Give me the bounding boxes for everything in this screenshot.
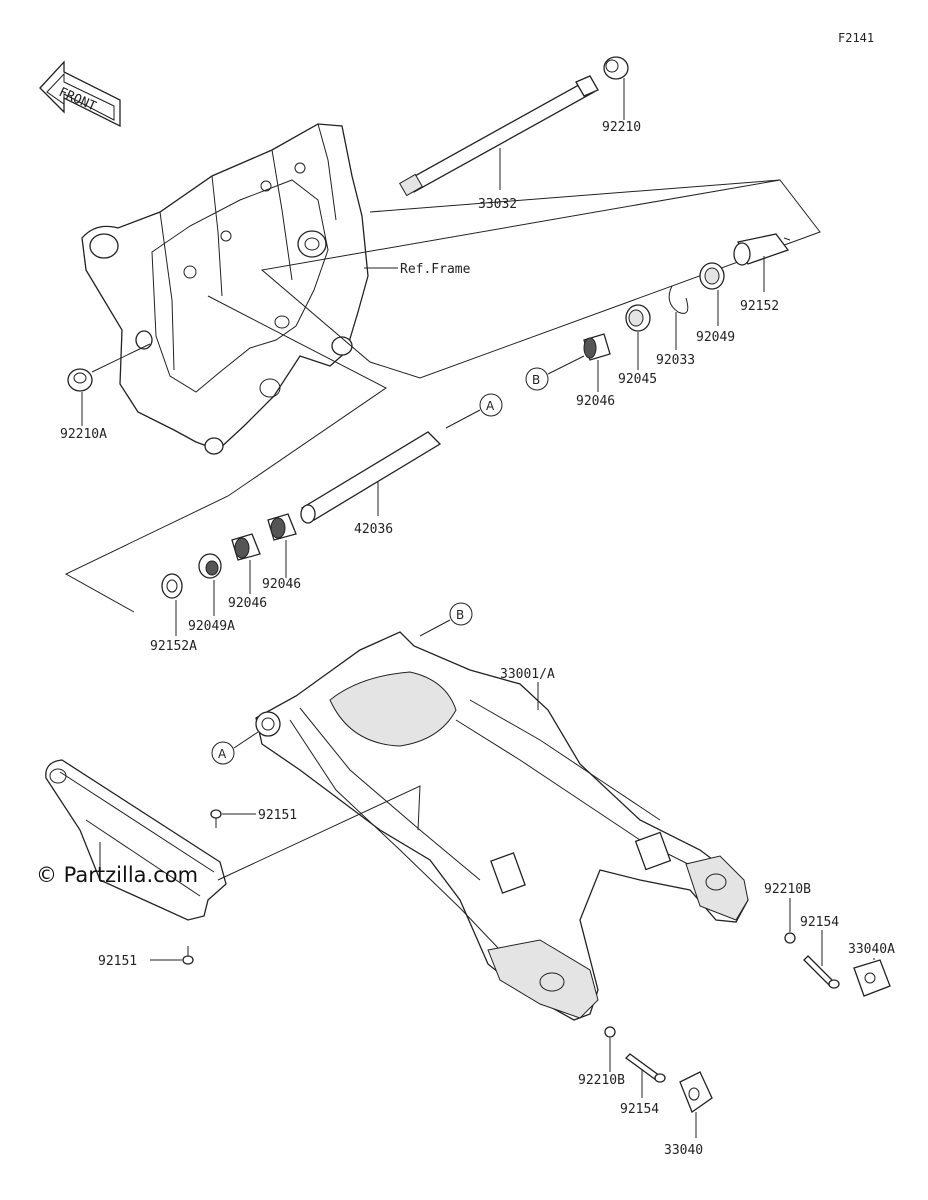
- part-92154-bolt-right: [803, 955, 840, 989]
- part-92210A-nut: [67, 368, 93, 392]
- part-92152A-collar: [161, 573, 183, 599]
- part-33040A-adjuster: [853, 959, 891, 997]
- label-33001A: 33001/A: [500, 667, 555, 682]
- label-92210: 92210: [602, 120, 641, 135]
- label-92049A: 92049A: [188, 619, 235, 634]
- part-33001A-swingarm: [255, 631, 749, 1021]
- label-92152: 92152: [740, 299, 779, 314]
- label-92045: 92045: [618, 372, 657, 387]
- label-92210B-right: 92210B: [764, 882, 811, 897]
- callout-a-upper-label: A: [486, 399, 495, 413]
- label-33040: 33040: [664, 1143, 703, 1158]
- part-92049-seal: [699, 262, 725, 290]
- label-92154-right: 92154: [800, 915, 839, 930]
- label-92152A: 92152A: [150, 639, 197, 654]
- part-92046-bearing-a: [267, 513, 297, 541]
- callout-b-lower-label: B: [456, 608, 464, 622]
- ref-frame-label: Ref.Frame: [400, 262, 471, 277]
- part-92033-circlip: [668, 285, 689, 314]
- label-92049: 92049: [696, 330, 735, 345]
- part-92154-bolt-bottom: [625, 1053, 666, 1083]
- callout-b-upper: [525, 367, 549, 391]
- callout-a-upper: [479, 393, 503, 417]
- label-92046-a: 92046: [262, 577, 301, 592]
- callout-a-lower-label: A: [218, 747, 227, 761]
- part-92046-bearing-b: [231, 533, 261, 561]
- part-33040-adjuster: [679, 1071, 713, 1114]
- label-92210A: 92210A: [60, 427, 107, 442]
- watermark: © Partzilla.com: [36, 863, 198, 887]
- part-92045-bearing: [625, 304, 651, 332]
- part-33032-shaft: [399, 75, 599, 197]
- part-92210-nut: [603, 56, 629, 80]
- part-92210B-nut-bottom: [604, 1026, 616, 1038]
- label-92151-bottom: 92151: [98, 954, 137, 969]
- label-92033: 92033: [656, 353, 695, 368]
- part-42036-sleeve: [300, 431, 442, 524]
- part-92152-collar: [733, 233, 790, 266]
- callout-a-lower: [211, 741, 235, 765]
- part-92046-bearing-top: [583, 333, 611, 361]
- part-92210B-nut-right: [784, 932, 796, 944]
- callout-b-upper-label: B: [532, 373, 540, 387]
- label-92046-b: 92046: [228, 596, 267, 611]
- front-arrow-icon: FRONT: [39, 60, 121, 128]
- label-33032: 33032: [478, 197, 517, 212]
- part-chain-guard: [45, 759, 227, 921]
- frame-reference: [81, 123, 369, 455]
- label-92046-top: 92046: [576, 394, 615, 409]
- callout-b-lower: [449, 602, 473, 626]
- label-42036: 42036: [354, 522, 393, 537]
- label-92210B-bottom: 92210B: [578, 1073, 625, 1088]
- label-92154-bottom: 92154: [620, 1102, 659, 1117]
- figure-id: F2141: [838, 31, 874, 45]
- label-33040A: 33040A: [848, 942, 895, 957]
- part-92049A-seal: [198, 553, 222, 579]
- label-92151-top: 92151: [258, 808, 297, 823]
- part-92151-screw-bottom: [182, 946, 194, 965]
- part-92151-screw-top: [210, 809, 222, 828]
